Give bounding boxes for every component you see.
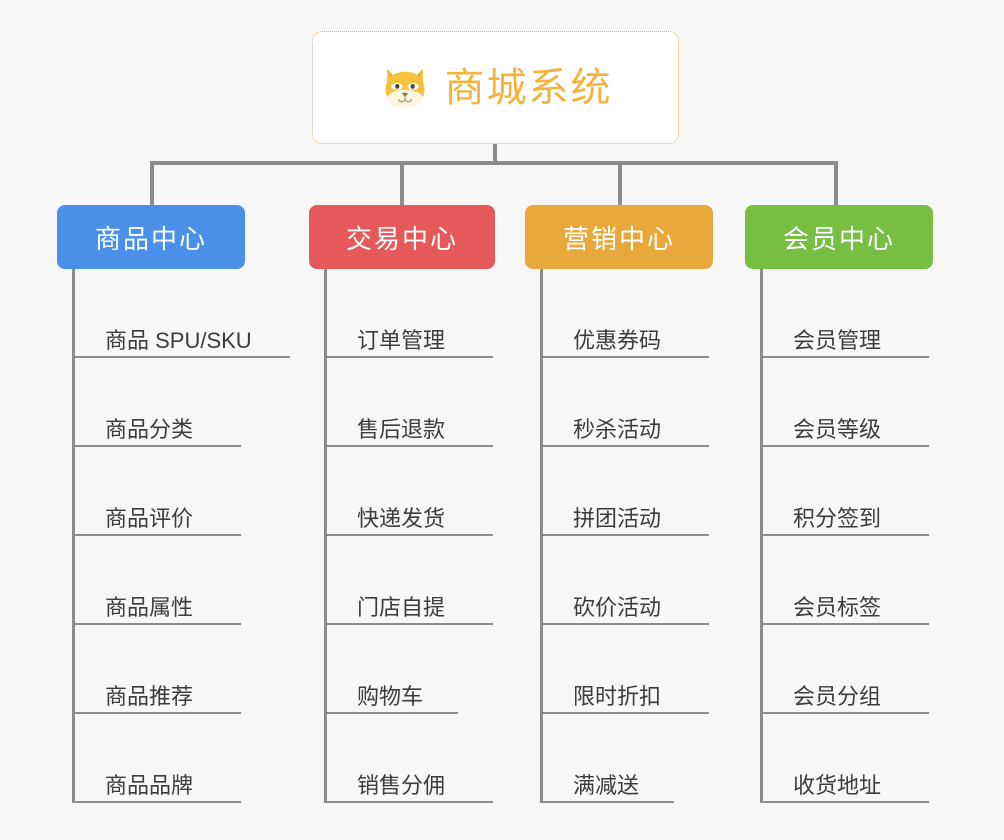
list-item[interactable]: 优惠券码	[543, 269, 709, 358]
list-item[interactable]: 商品品牌	[75, 714, 241, 803]
list-item[interactable]: 商品推荐	[75, 625, 241, 714]
item-label: 商品品牌	[105, 772, 194, 798]
item-label: 会员分组	[793, 683, 882, 709]
branch-column-1: 商品中心 商品 SPU/SKU 商品分类 商品评价 商品属性 商品推荐 商品品牌	[57, 205, 290, 803]
connector-drop-2	[400, 161, 404, 205]
item-label: 售后退款	[357, 416, 446, 442]
item-label: 订单管理	[357, 327, 446, 353]
list-item[interactable]: 商品评价	[75, 447, 241, 536]
item-label: 商品分类	[105, 416, 194, 442]
item-label: 销售分佣	[357, 772, 446, 798]
list-item[interactable]: 门店自提	[327, 536, 493, 625]
item-label: 商品推荐	[105, 683, 194, 709]
root-title: 商城系统	[444, 65, 613, 110]
item-label: 满减送	[573, 772, 640, 798]
list-item[interactable]: 会员标签	[763, 536, 929, 625]
list-item[interactable]: 快递发货	[327, 447, 493, 536]
category-title-4: 会员中心	[782, 223, 895, 254]
list-item[interactable]: 限时折扣	[543, 625, 709, 714]
category-box-4[interactable]: 会员中心	[745, 205, 933, 269]
item-label: 收货地址	[793, 772, 882, 798]
item-label: 优惠券码	[573, 327, 662, 353]
item-label: 门店自提	[357, 594, 446, 620]
item-label: 商品 SPU/SKU	[105, 327, 252, 353]
item-label: 会员管理	[793, 327, 882, 353]
category-title-1: 商品中心	[94, 223, 207, 254]
list-item[interactable]: 商品 SPU/SKU	[75, 269, 290, 358]
item-label: 秒杀活动	[573, 416, 662, 442]
list-item[interactable]: 商品分类	[75, 358, 241, 447]
item-list-3: 优惠券码 秒杀活动 拼团活动 砍价活动 限时折扣 满减送	[540, 269, 713, 803]
item-label: 会员标签	[793, 594, 882, 620]
item-label: 拼团活动	[573, 505, 662, 531]
item-label: 砍价活动	[573, 594, 662, 620]
category-box-1[interactable]: 商品中心	[57, 205, 245, 269]
list-item[interactable]: 售后退款	[327, 358, 493, 447]
list-item[interactable]: 订单管理	[327, 269, 493, 358]
list-item[interactable]: 会员等级	[763, 358, 929, 447]
list-item[interactable]: 收货地址	[763, 714, 929, 803]
connector-drop-3	[618, 161, 622, 205]
list-item[interactable]: 拼团活动	[543, 447, 709, 536]
branch-column-4: 会员中心 会员管理 会员等级 积分签到 会员标签 会员分组 收货地址	[745, 205, 933, 803]
branch-column-2: 交易中心 订单管理 售后退款 快递发货 门店自提 购物车 销售分佣	[309, 205, 495, 803]
category-box-3[interactable]: 营销中心	[525, 205, 713, 269]
item-label: 购物车	[357, 683, 424, 709]
list-item[interactable]: 满减送	[543, 714, 674, 803]
list-item[interactable]: 商品属性	[75, 536, 241, 625]
root-node[interactable]: 商城系统	[312, 31, 679, 144]
shiba-dog-icon	[385, 68, 424, 107]
item-list-1: 商品 SPU/SKU 商品分类 商品评价 商品属性 商品推荐 商品品牌	[72, 269, 290, 803]
list-item[interactable]: 会员管理	[763, 269, 929, 358]
connector-root-stem	[493, 144, 497, 164]
list-item[interactable]: 购物车	[327, 625, 458, 714]
item-label: 会员等级	[793, 416, 882, 442]
item-list-4: 会员管理 会员等级 积分签到 会员标签 会员分组 收货地址	[760, 269, 933, 803]
item-label: 商品属性	[105, 594, 194, 620]
list-item[interactable]: 秒杀活动	[543, 358, 709, 447]
branch-column-3: 营销中心 优惠券码 秒杀活动 拼团活动 砍价活动 限时折扣 满减送	[525, 205, 713, 803]
item-label: 商品评价	[105, 505, 194, 531]
item-label: 快递发货	[357, 505, 446, 531]
list-item[interactable]: 积分签到	[763, 447, 929, 536]
item-label: 积分签到	[793, 505, 882, 531]
connector-drop-1	[150, 161, 154, 205]
connector-drop-4	[834, 161, 838, 205]
item-label: 限时折扣	[573, 683, 662, 709]
category-title-3: 营销中心	[562, 223, 675, 254]
category-box-2[interactable]: 交易中心	[309, 205, 495, 269]
list-item[interactable]: 砍价活动	[543, 536, 709, 625]
connector-horizontal-bar	[150, 161, 838, 165]
list-item[interactable]: 会员分组	[763, 625, 929, 714]
item-list-2: 订单管理 售后退款 快递发货 门店自提 购物车 销售分佣	[324, 269, 495, 803]
category-title-2: 交易中心	[345, 223, 458, 254]
list-item[interactable]: 销售分佣	[327, 714, 493, 803]
